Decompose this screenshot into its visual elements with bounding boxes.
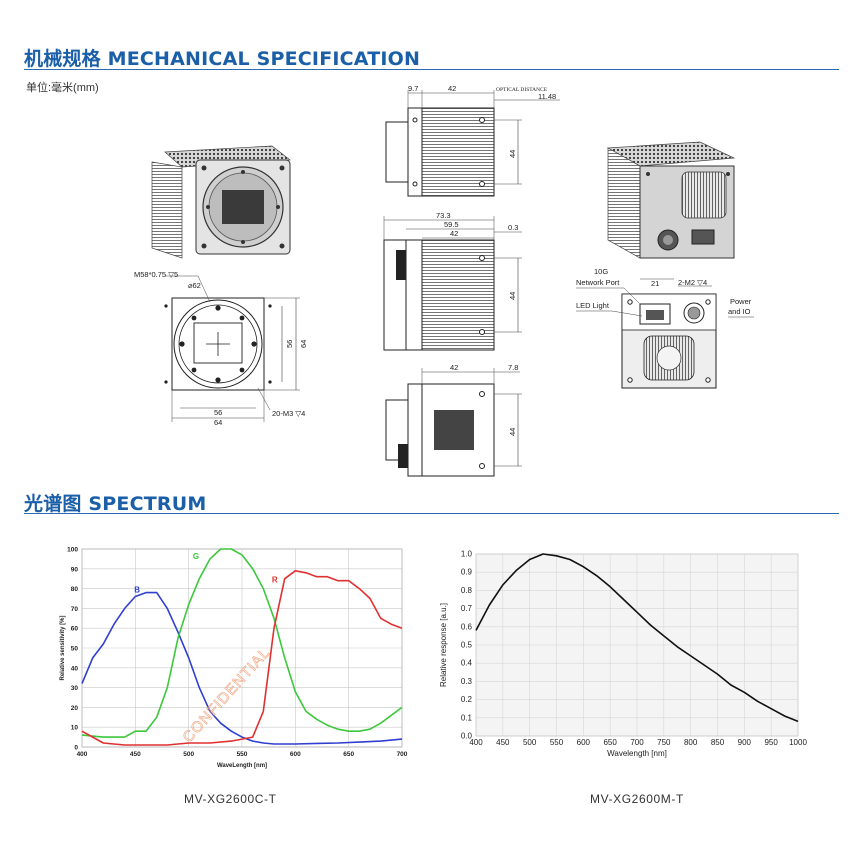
- x-tick-label: 750: [657, 738, 671, 747]
- color-spectrum-chart: 400 450 500 550 600 650 700 0 10 20 30 40 50 60 70 80 90…: [60, 547, 408, 770]
- y-tick-label: 0.4: [461, 659, 473, 668]
- dim-64-vertical: 64: [299, 340, 308, 348]
- power-io-label-1: Power: [730, 297, 752, 306]
- dim-59-5: 59.5: [444, 220, 459, 229]
- y-tick-label: 30: [71, 685, 79, 692]
- y-tick-label: 0.5: [461, 641, 473, 650]
- network-port-label-1: 10G: [594, 267, 608, 276]
- mount-thread-label: M58*0.75 ▽5: [134, 270, 178, 279]
- y-tick-label: 40: [71, 665, 79, 672]
- side-view-bottom-drawing: [385, 368, 522, 477]
- dim-44-top: 44: [508, 150, 517, 158]
- y-tick-label: 0.6: [461, 622, 473, 631]
- series-line-B: [81, 591, 403, 745]
- y-tick-label: 0.7: [461, 604, 473, 613]
- y-tick-label: 0.3: [461, 677, 473, 686]
- x-axis-label: Wavelength [nm]: [607, 749, 667, 758]
- x-tick-label: 950: [764, 738, 778, 747]
- dim-56-horizontal: 56: [214, 408, 222, 417]
- dim-56-vertical: 56: [285, 340, 294, 348]
- dim-9-7: 9.7: [408, 84, 418, 93]
- caption-mono-model: MV-XG2600M-T: [590, 792, 684, 806]
- x-tick-label: 700: [630, 738, 644, 747]
- dim-42-mid: 42: [450, 229, 458, 238]
- mechanical-drawings: M58*0.75 ▽5 ⌀62 56 64 56 64 20-M3 ▽4 9.7…: [134, 84, 754, 477]
- x-tick-label: 600: [290, 751, 301, 758]
- y-tick-label: 0.0: [461, 732, 473, 741]
- x-tick-label: 700: [397, 751, 408, 758]
- y-tick-label: 0.8: [461, 586, 473, 595]
- x-tick-label: 900: [738, 738, 752, 747]
- dim-73-3: 73.3: [436, 211, 451, 220]
- x-tick-label: 650: [603, 738, 617, 747]
- mechanical-section-rule: [24, 69, 839, 70]
- front-view-drawing: [164, 275, 300, 422]
- x-tick-label: 550: [237, 751, 248, 758]
- x-axis-label: WaveLength [nm]: [217, 763, 267, 769]
- dim-21: 21: [651, 279, 659, 288]
- side-view-top-drawing: [385, 90, 560, 197]
- dim-42-top: 42: [448, 84, 456, 93]
- spectrum-section-rule: [24, 513, 839, 514]
- x-tick-label: 850: [711, 738, 725, 747]
- mechanical-section-title: 机械规格 MECHANICAL SPECIFICATION: [24, 48, 421, 70]
- y-tick-label: 60: [71, 626, 79, 633]
- series-label-G: G: [193, 552, 199, 561]
- series-line-G: [81, 548, 403, 738]
- led-light-label: LED Light: [576, 301, 610, 310]
- dim-42-bottom: 42: [450, 363, 458, 372]
- caption-color-model: MV-XG2600C-T: [184, 792, 277, 806]
- dim-64-horizontal: 64: [214, 418, 222, 427]
- y-tick-label: 100: [67, 547, 78, 554]
- dim-0-3: 0.3: [508, 223, 518, 232]
- side-view-mid-drawing: [383, 216, 522, 351]
- y-tick-label: 70: [71, 606, 79, 613]
- mono-spectrum-chart: 400 450 500 550 600 650 700 750 800 850 900 950 1000…: [439, 550, 807, 759]
- camera-iso-rear: [606, 141, 736, 259]
- y-tick-label: 20: [71, 705, 79, 712]
- x-tick-label: 400: [469, 738, 483, 747]
- optical-distance-label: OPTICAL DISTANCE: [496, 87, 548, 93]
- screw-label: 2-M2 ▽4: [678, 278, 707, 287]
- y-tick-label: 0: [74, 745, 78, 752]
- series-line-response: [475, 553, 799, 723]
- optical-distance-value: 11.48: [538, 92, 556, 101]
- x-tick-label: 550: [550, 738, 564, 747]
- series-label-R: R: [272, 576, 278, 585]
- x-tick-label: 500: [183, 751, 194, 758]
- y-tick-label: 50: [71, 646, 79, 653]
- x-tick-label: 400: [77, 751, 88, 758]
- rear-view-drawing: [576, 278, 754, 389]
- y-tick-label: 10: [71, 725, 79, 732]
- camera-iso-front: [151, 145, 291, 259]
- series-line-R: [81, 570, 403, 746]
- spectrum-section-title: 光谱图 SPECTRUM: [24, 493, 207, 515]
- network-port-label-2: Network Port: [576, 278, 620, 287]
- dim-44-bottom: 44: [508, 428, 517, 436]
- dim-7-8: 7.8: [508, 363, 518, 372]
- y-axis-label: Relative response [a.u.]: [439, 603, 448, 687]
- flange-diameter-label: ⌀62: [188, 281, 201, 290]
- unit-label: 单位:毫米(mm): [26, 82, 99, 94]
- y-tick-label: 90: [71, 566, 79, 573]
- x-tick-label: 600: [577, 738, 591, 747]
- thread-holes-label: 20-M3 ▽4: [272, 409, 305, 418]
- power-io-label-2: and IO: [728, 307, 751, 316]
- y-tick-label: 80: [71, 586, 79, 593]
- dim-44-mid: 44: [508, 292, 517, 300]
- y-tick-label: 0.2: [461, 695, 473, 704]
- x-tick-label: 800: [684, 738, 698, 747]
- y-tick-label: 1.0: [461, 550, 473, 559]
- x-tick-label: 450: [496, 738, 510, 747]
- x-tick-label: 1000: [789, 738, 807, 747]
- y-axis-label: Relative sensitivity [%]: [60, 615, 66, 680]
- y-tick-label: 0.1: [461, 713, 473, 722]
- y-tick-label: 0.9: [461, 568, 473, 577]
- x-tick-label: 650: [343, 751, 354, 758]
- x-tick-label: 500: [523, 738, 537, 747]
- x-tick-label: 450: [130, 751, 141, 758]
- series-label-B: B: [134, 586, 140, 595]
